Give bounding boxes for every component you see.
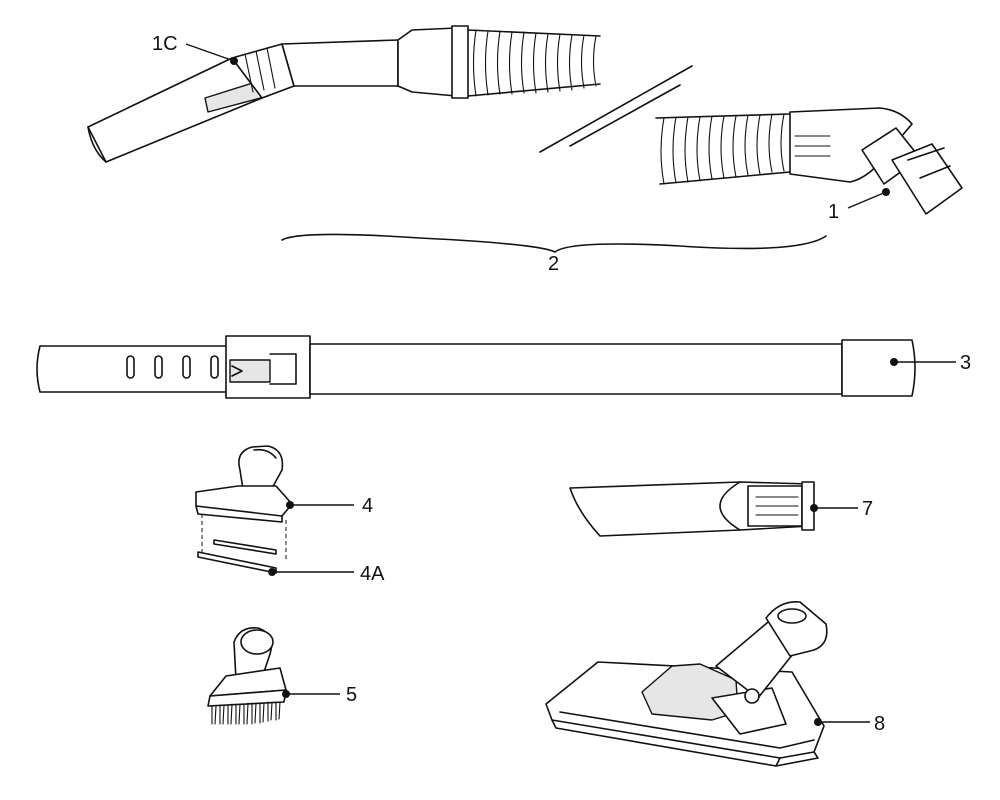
wand-part [36, 335, 916, 399]
hose-assembly-brace [281, 233, 827, 253]
floor-nozzle-part [545, 601, 828, 767]
callout-3: 3 [960, 352, 971, 374]
break-lines [539, 65, 693, 153]
callout-5: 5 [346, 684, 357, 706]
hose-end-part [87, 25, 601, 163]
callout-4a: 4A [360, 563, 385, 585]
hose-handle-part [655, 107, 963, 215]
callout-1c: 1C [152, 33, 178, 55]
callout-1: 1 [828, 201, 839, 223]
callout-8: 8 [874, 713, 885, 735]
callout-2: 2 [548, 253, 559, 275]
callout-4: 4 [362, 495, 373, 517]
callout-7: 7 [862, 498, 873, 520]
leader-lines [185, 43, 956, 723]
upholstery-tool-part [195, 445, 294, 576]
crevice-tool-part [569, 481, 818, 537]
dusting-brush-part [207, 626, 290, 725]
